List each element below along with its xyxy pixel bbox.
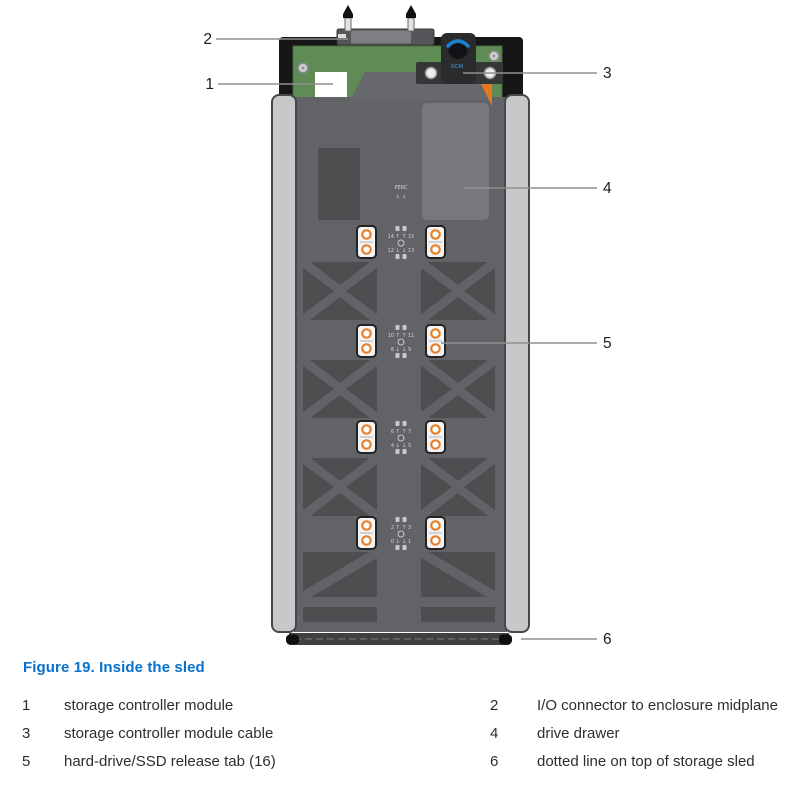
down-arrows-icon: ↓ ↓ [396,442,407,449]
callout-2: 2 [203,31,212,48]
drive-number: 6 [391,429,394,435]
legend-row: 5 hard-drive/SSD release tab (16) 6 dott… [0,753,800,771]
drive-number: 0 [391,539,394,545]
release-tab [355,224,378,260]
down-arrows-icon: ↓ ↓ [396,247,407,254]
body-panel [318,148,360,220]
drive-number-cluster-row1: 14 ↑ ↑ 15 12 ↓ ↓ 13 [388,226,414,259]
scm-label: SCM [451,64,464,70]
legend-row: 3 storage controller module cable 4 driv… [0,725,800,743]
legend-label: hard-drive/SSD release tab (16) [64,753,276,770]
scm-cable-icon [446,39,470,48]
bottom-edge-band [286,633,512,645]
release-tab [355,515,378,551]
orange-wedge [481,84,492,106]
up-arrows-icon: ↑ ↑ [396,524,407,531]
up-arrows-icon: ↑ ↑ [396,332,407,339]
drive-number: 2 [391,525,394,531]
perc-arrows-icon: ↓ ↓ [396,193,407,200]
legend-label: storage controller module [64,697,234,714]
drive-number: 14 [388,234,394,240]
callout-lines [216,38,597,640]
left-rail [271,94,297,633]
perc-marking: PERC ↓ ↓ [395,185,408,200]
legend-number: 6 [490,753,499,770]
cable-hole [448,43,468,59]
drive-number: 9 [408,347,411,353]
legend-label: I/O connector to enclosure midplane [537,697,778,714]
drive-number: 12 [388,248,394,254]
callout-1: 1 [205,76,214,93]
release-tab [424,419,447,455]
legend-number: 2 [490,697,499,714]
release-tab [355,419,378,455]
legend-label: storage controller module cable [64,725,274,742]
drive-number: 15 [408,234,414,240]
drive-number: 11 [408,333,414,339]
drive-number: 10 [388,333,394,339]
down-arrows-icon: ↓ ↓ [396,346,407,353]
legend-number: 3 [22,725,31,742]
legend-number: 1 [22,697,31,714]
legend-label: drive drawer [537,725,620,742]
release-tab [424,323,447,359]
drive-number: 8 [391,347,394,353]
figure-caption: Figure 19. Inside the sled [23,659,205,676]
io-connector [336,28,435,46]
legend-row: 1 storage controller module 2 I/O connec… [0,697,800,715]
drive-number: 1 [408,539,411,545]
right-rail [504,94,530,633]
down-arrows-icon: ↓ ↓ [396,538,407,545]
perc-label: PERC [395,185,408,191]
pcb-screw-icon [297,50,500,74]
up-arrows-icon: ↑ ↑ [396,233,407,240]
callout-4: 4 [603,180,612,197]
release-tab [355,323,378,359]
legend-label: dotted line on top of storage sled [537,753,755,770]
callout-5: 5 [603,335,612,352]
drive-number: 7 [408,429,411,435]
release-tab [424,515,447,551]
release-tab [424,224,447,260]
scm-bracket: SCM [441,33,476,84]
drive-number: 5 [408,443,411,449]
sled-diagram: PERC ↓ ↓ 14 ↑ ↑ 15 12 ↓ ↓ 13 [203,5,612,648]
bay-bottom-panels [303,552,495,622]
drive-number: 4 [391,443,394,449]
drive-number: 3 [408,525,411,531]
legend-number: 4 [490,725,499,742]
drive-number: 13 [408,248,414,254]
callout-numbers: 1 2 3 4 5 6 [203,31,612,648]
drive-number-cluster-row3: 6 ↑ ↑ 7 4 ↓ ↓ 5 [391,421,411,454]
callout-6: 6 [603,631,612,648]
pcb-white-label [315,72,347,98]
guide-pin-icon [343,5,416,32]
up-arrows-icon: ↑ ↑ [396,428,407,435]
drive-number-cluster-row4: 2 ↑ ↑ 3 0 ↓ ↓ 1 [391,517,411,550]
legend-number: 5 [22,753,31,770]
callout-3: 3 [603,65,612,82]
drive-drawer [422,103,489,220]
drive-number-cluster-row2: 10 ↑ ↑ 11 8 ↓ ↓ 9 [388,325,414,358]
